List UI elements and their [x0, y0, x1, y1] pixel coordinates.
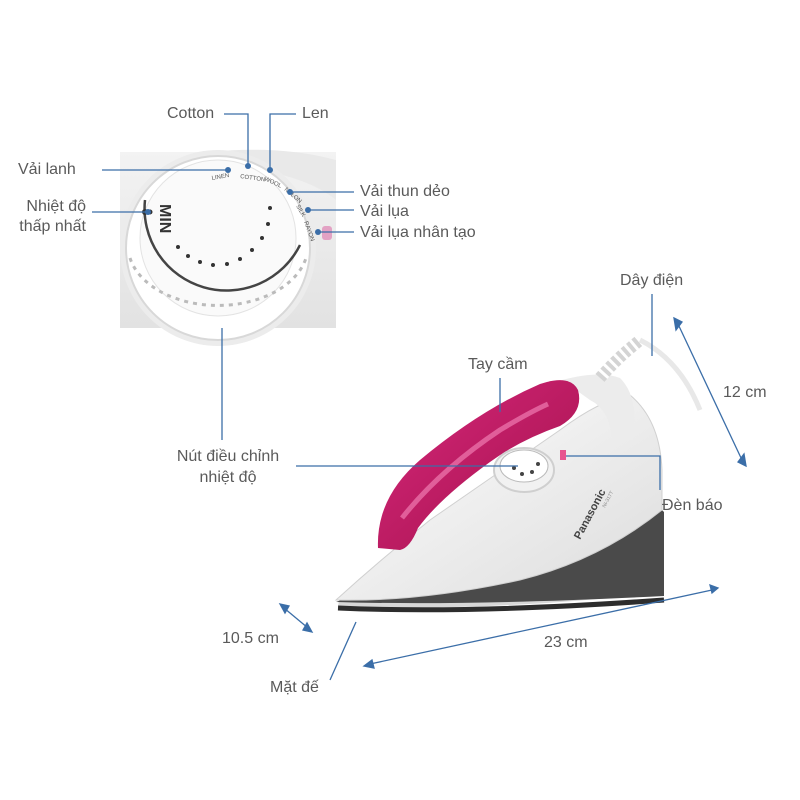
label-day-dien: Dây điện — [620, 272, 684, 289]
label-den-bao: Đèn báo — [662, 497, 723, 514]
label-vai-lua: Vải lụa — [360, 203, 409, 220]
label-nut-dieu-chinh-2: nhiệt độ — [199, 469, 257, 486]
label-nut-dieu-chinh-1: Nút điều chỉnh — [176, 448, 280, 465]
label-mat-de: Mặt đế — [270, 679, 319, 696]
label-len: Len — [302, 105, 329, 122]
label-cotton: Cotton — [167, 105, 215, 122]
label-length-dimension: 23 cm — [544, 634, 588, 651]
iron-illustration: Panasonic NI-317T — [334, 335, 703, 613]
callout-dots — [145, 163, 321, 235]
svg-text:COTTON: COTTON — [240, 174, 266, 183]
label-nhiet-do-thap-nhat-2: thấp nhất — [19, 218, 86, 235]
callout-lines — [92, 113, 661, 681]
svg-text:SILK: SILK — [294, 204, 306, 218]
svg-text:LINEN: LINEN — [211, 173, 229, 182]
dimension-arrows — [278, 316, 747, 669]
label-vai-lua-nhan-tao: Vải lụa nhân tạo — [360, 224, 476, 241]
dial-closeup: MIN LINEN COTTON WOOL NYLON SILK RAYON — [120, 149, 336, 346]
label-tay-cam: Tay cầm — [468, 356, 528, 373]
label-vai-lanh: Vải lanh — [18, 161, 76, 178]
label-width-dimension: 10.5 cm — [222, 630, 279, 647]
dial-min-label: MIN — [156, 204, 173, 233]
label-nhiet-do-thap-nhat-1: Nhiệt độ — [26, 198, 86, 215]
label-vai-thun-deo: Vải thun dẻo — [360, 183, 450, 200]
label-height-dimension: 12 cm — [723, 384, 767, 401]
